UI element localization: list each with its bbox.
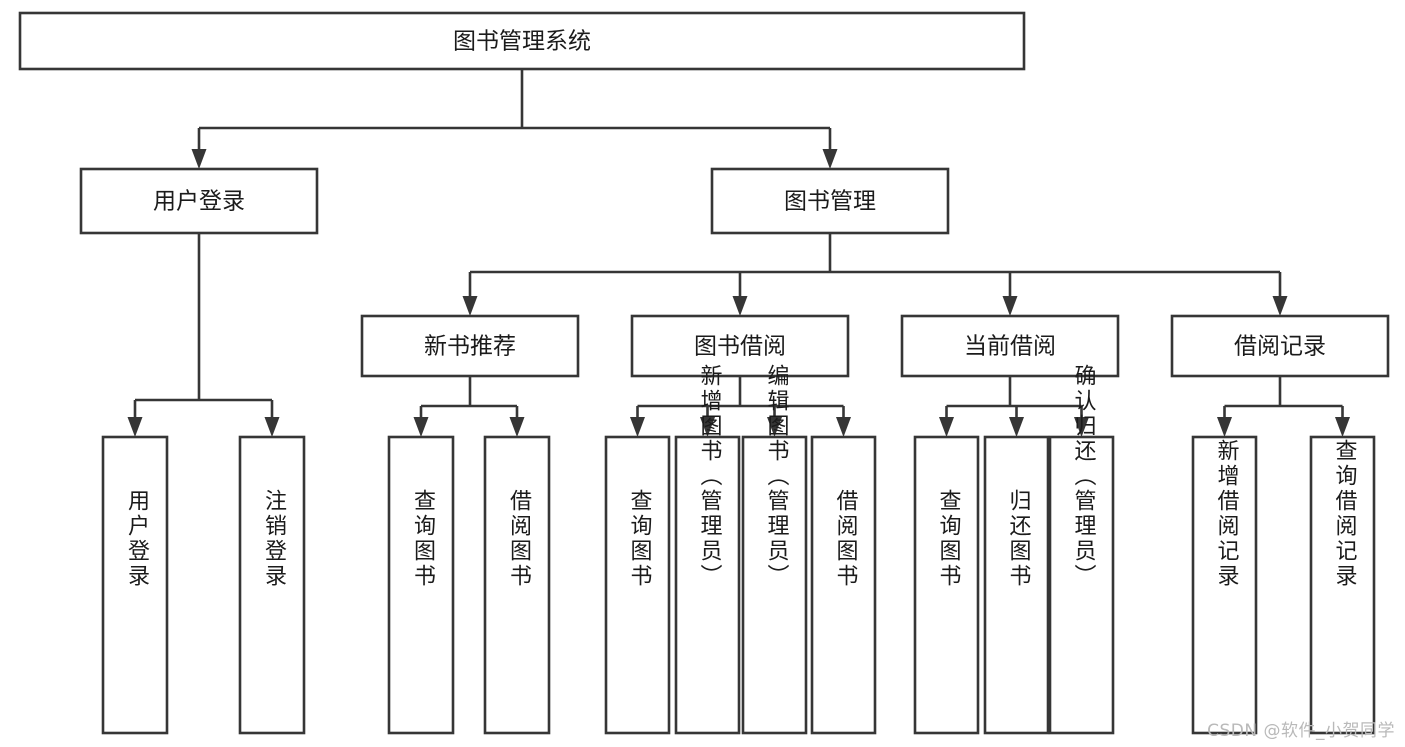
arrow-head-icon (767, 417, 782, 437)
node-label: 编辑图书（管理员） (764, 364, 790, 589)
node-label: 用户登录 (124, 489, 150, 589)
node-leaf-return-book[interactable]: 归还图书 (983, 435, 1050, 735)
node-label: 图书管理系统 (453, 29, 591, 55)
node-label: 借阅图书 (506, 489, 532, 589)
node-leaf-query-borrow-record[interactable]: 查询借阅记录 (1309, 435, 1376, 735)
arrow-head-icon (127, 417, 143, 437)
node-box[interactable] (983, 435, 1050, 735)
node-box[interactable] (900, 314, 1120, 378)
node-box[interactable] (604, 435, 671, 735)
node-box[interactable] (913, 435, 980, 735)
node-box[interactable] (18, 11, 1026, 71)
node-book-manage[interactable]: 图书管理 (710, 167, 950, 235)
node-box[interactable] (387, 435, 455, 735)
node-box[interactable] (101, 435, 169, 735)
node-label: 图书借阅 (694, 334, 786, 360)
node-box[interactable] (1309, 435, 1376, 735)
node-box[interactable] (810, 435, 877, 735)
node-leaf-query-book-current[interactable]: 查询图书 (913, 435, 980, 735)
node-box[interactable] (483, 435, 551, 735)
node-leaf-confirm-return-admin[interactable]: 确认归还（管理员） (1048, 364, 1115, 735)
node-leaf-user-login[interactable]: 用户登录 (101, 435, 169, 735)
node-box[interactable] (674, 435, 741, 735)
node-label: 查询图书 (627, 489, 653, 589)
arrow-head-icon (191, 149, 207, 169)
node-book-borrow[interactable]: 图书借阅 (630, 314, 850, 378)
node-label: 借阅记录 (1234, 334, 1326, 360)
node-box[interactable] (1170, 314, 1390, 378)
arrow-head-icon (413, 417, 429, 437)
node-label: 借阅图书 (833, 489, 859, 589)
node-label: 查询借阅记录 (1332, 439, 1358, 589)
node-leaf-borrow-book-rec[interactable]: 借阅图书 (483, 435, 551, 735)
arrow-head-icon (1272, 296, 1288, 316)
node-label: 图书管理 (784, 189, 876, 215)
node-box[interactable] (630, 314, 850, 378)
node-layer: 图书管理系统用户登录图书管理新书推荐图书借阅当前借阅借阅记录用户登录注销登录查询… (18, 11, 1390, 735)
node-label: 新书推荐 (424, 334, 516, 360)
node-new-book-recommend[interactable]: 新书推荐 (360, 314, 580, 378)
connector-layer (127, 69, 1350, 437)
node-leaf-query-book-borrow[interactable]: 查询图书 (604, 435, 671, 735)
node-user-login[interactable]: 用户登录 (79, 167, 319, 235)
node-leaf-query-book-rec[interactable]: 查询图书 (387, 435, 455, 735)
node-leaf-add-book-admin[interactable]: 新增图书（管理员） (674, 364, 741, 735)
node-leaf-logout[interactable]: 注销登录 (238, 435, 306, 735)
node-box[interactable] (79, 167, 319, 235)
arrow-head-icon (462, 296, 478, 316)
arrow-head-icon (836, 417, 851, 437)
node-box[interactable] (238, 435, 306, 735)
node-label: 确认归还（管理员） (1071, 364, 1097, 589)
node-label: 注销登录 (261, 489, 287, 589)
node-box[interactable] (741, 435, 808, 735)
node-leaf-borrow-book[interactable]: 借阅图书 (810, 435, 877, 735)
arrow-head-icon (732, 296, 748, 316)
node-label: 查询图书 (410, 489, 436, 589)
arrow-head-icon (822, 149, 838, 169)
node-borrow-record[interactable]: 借阅记录 (1170, 314, 1390, 378)
node-leaf-add-borrow-record[interactable]: 新增借阅记录 (1191, 435, 1258, 735)
node-box[interactable] (1048, 435, 1115, 735)
node-label: 归还图书 (1006, 489, 1032, 589)
node-leaf-edit-book-admin[interactable]: 编辑图书（管理员） (741, 364, 808, 735)
node-label: 查询图书 (936, 489, 962, 589)
arrow-head-icon (939, 417, 954, 437)
arrow-head-icon (509, 417, 525, 437)
node-current-borrow[interactable]: 当前借阅 (900, 314, 1120, 378)
node-label: 当前借阅 (964, 334, 1056, 360)
arrow-head-icon (1074, 417, 1089, 437)
arrow-head-icon (1002, 296, 1018, 316)
arrow-head-icon (1217, 417, 1232, 437)
arrow-head-icon (700, 417, 715, 437)
node-box[interactable] (710, 167, 950, 235)
node-box[interactable] (360, 314, 580, 378)
node-box[interactable] (1191, 435, 1258, 735)
arrow-head-icon (1335, 417, 1350, 437)
arrow-head-icon (630, 417, 645, 437)
node-label: 新增借阅记录 (1214, 439, 1240, 589)
node-label: 新增图书（管理员） (697, 364, 723, 589)
node-label: 用户登录 (153, 189, 245, 215)
arrow-head-icon (264, 417, 280, 437)
arrow-head-icon (1009, 417, 1024, 437)
node-root[interactable]: 图书管理系统 (18, 11, 1026, 71)
